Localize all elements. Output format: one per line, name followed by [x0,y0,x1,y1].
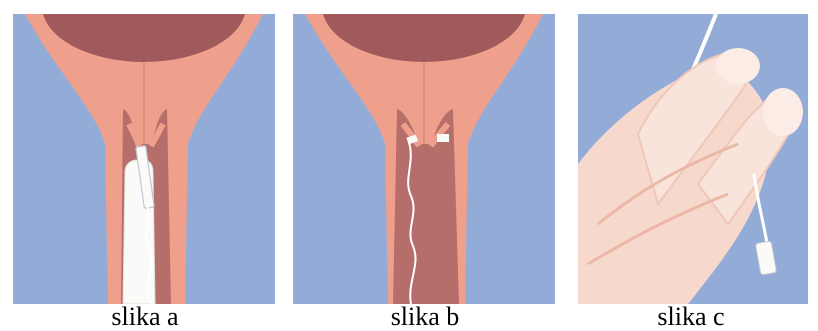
caption-slika-b: slika b [360,303,490,331]
fingertip [716,48,760,84]
illustration-panel-a [13,14,275,304]
illustration-panel-c [578,14,808,304]
caption-slika-c: slika c [626,303,756,331]
tampon-inserted-illustration [13,14,275,304]
fingertip [763,88,803,136]
illustration-panel-b [293,14,555,304]
applicator-piece [437,134,449,142]
caption-slika-a: slika a [80,303,210,331]
tampon-removal-illustration [293,14,555,304]
hand-pulling-string-illustration [578,14,808,304]
